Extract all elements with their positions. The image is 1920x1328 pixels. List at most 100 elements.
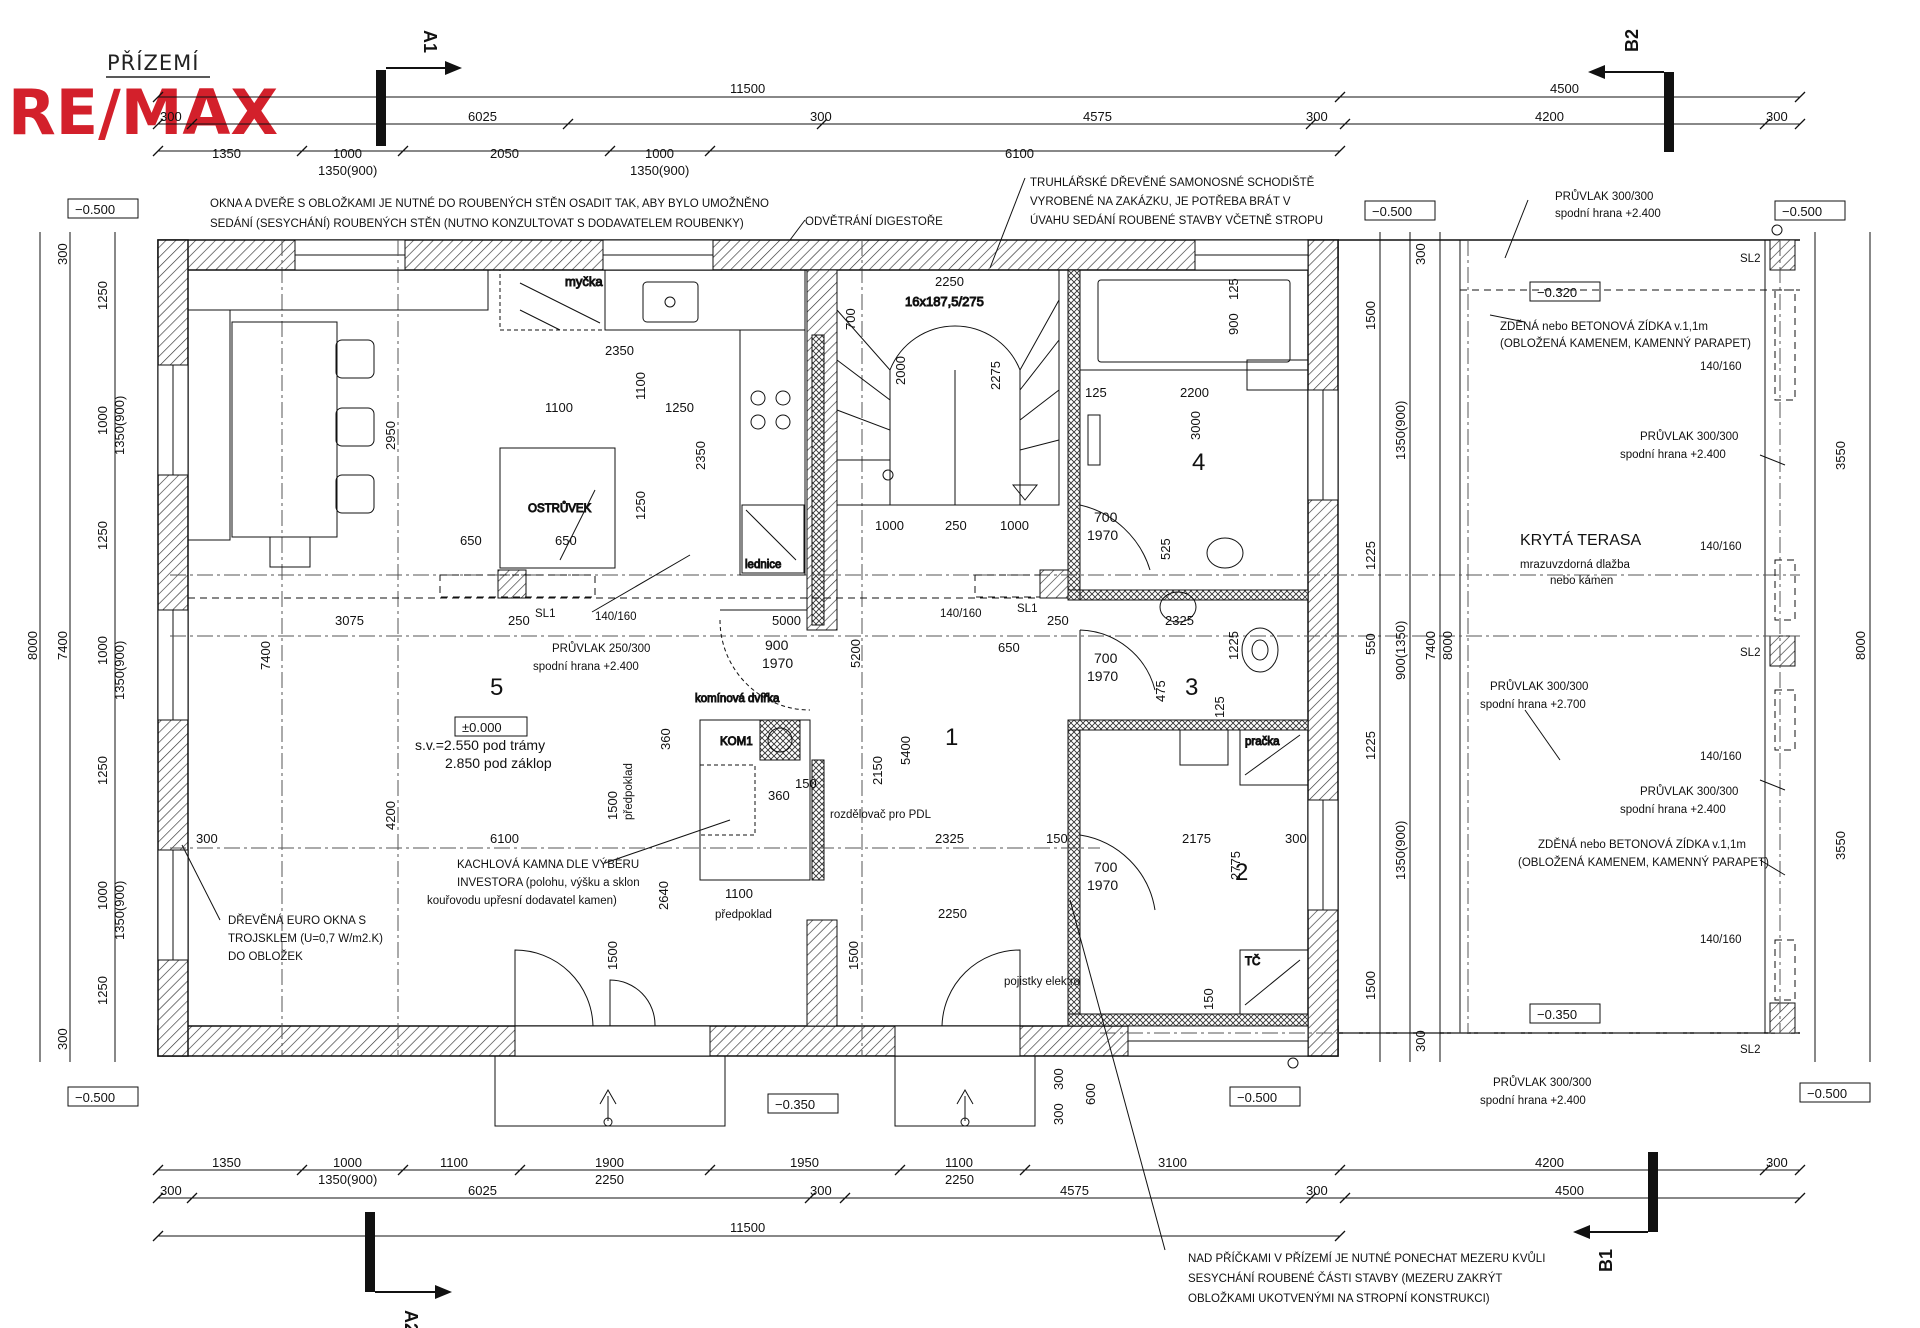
level-top-left: −0.500 <box>75 202 115 217</box>
dim-top-6025: 6025 <box>468 109 497 124</box>
dim-int-2325a: 2325 <box>935 831 964 846</box>
dim-int-650a: 650 <box>460 533 482 548</box>
left-dimension-values: 300 1250 1000 1350(900) 1250 1000 1350(9… <box>25 243 127 1050</box>
dim-int-1250a: 1250 <box>665 400 694 415</box>
dim-int-125a: 125 <box>1226 278 1241 300</box>
dim-left-300a: 300 <box>55 243 70 265</box>
section-label-a1: A1 <box>420 30 440 53</box>
dim-bot-4200: 4200 <box>1535 1155 1564 1170</box>
label-fuses: pojistky elektro <box>1004 976 1080 988</box>
dim-int-2000: 2000 <box>893 356 908 385</box>
dim-int-5200: 5200 <box>848 639 863 668</box>
note-hood-vent: ODVĚTRÁNÍ DIGESTOŘE <box>805 215 943 228</box>
dim-bot-300b: 300 <box>160 1183 182 1198</box>
dim-int-2150: 2150 <box>870 756 885 785</box>
dim-int-2250a: 2250 <box>935 274 964 289</box>
label-island: OSTRŮVEK <box>528 502 592 515</box>
dim-left-1250b: 1250 <box>95 521 110 550</box>
note-beam250-b: spodní hrana +2.400 <box>533 661 639 673</box>
door-swings <box>494 504 1156 1127</box>
dim-left-1250c: 1250 <box>95 756 110 785</box>
dim-right-1225a: 1225 <box>1363 541 1378 570</box>
section-label-b1: B1 <box>1596 1249 1616 1272</box>
dim-int-2350a: 2350 <box>605 343 634 358</box>
level-top-right: −0.500 <box>1782 204 1822 219</box>
dim-top-1350-900a: 1350(900) <box>318 163 377 178</box>
note-wall1-b: (OBLOŽENÁ KAMENEM, KAMENNÝ PARAPET) <box>1500 337 1751 350</box>
remax-logo: PŘÍZEMÍ RE/MAX <box>8 50 278 149</box>
label-140-160-f: 140/160 <box>1700 934 1742 946</box>
dim-top-4200: 4200 <box>1535 109 1564 124</box>
dim-int-2775: 2775 <box>1228 851 1243 880</box>
note-beam2-a: PRŮVLAK 300/300 <box>1640 430 1738 443</box>
label-door4-width: 700 <box>1094 859 1118 875</box>
room-5: 5 <box>490 674 503 701</box>
dim-bot-1950: 1950 <box>790 1155 819 1170</box>
note-stairs-3: ÚVAHU SEDÁNÍ ROUBENÉ STAVBY VČETNĚ STROP… <box>1030 214 1323 227</box>
dim-top-1000a: 1000 <box>333 146 362 161</box>
label-predpoklad-1: předpoklad <box>623 763 635 820</box>
dim-int-650c: 650 <box>998 640 1020 655</box>
dim-bot-6025: 6025 <box>468 1183 497 1198</box>
dim-bot-300c: 300 <box>810 1183 832 1198</box>
dim-int-300c: 300 <box>1051 1068 1066 1090</box>
dim-right-550: 550 <box>1363 633 1378 655</box>
level-bottom-left: −0.500 <box>75 1090 115 1105</box>
label-140-160-d: 140/160 <box>1700 541 1742 553</box>
note-wall2-a: ZDĚNÁ nebo BETONOVÁ ZÍDKA v.1,1m <box>1538 838 1746 851</box>
dim-right-7400: 7400 <box>1423 631 1438 660</box>
dim-int-2325b: 2325 <box>1165 613 1194 628</box>
dim-int-360a: 360 <box>658 728 673 750</box>
dim-int-1250b: 1250 <box>633 491 648 520</box>
label-door1-width: 700 <box>1094 509 1118 525</box>
label-distributor: rozdělovač pro PDL <box>830 809 932 821</box>
room-4: 4 <box>1192 449 1205 476</box>
section-mark-b1: B1 <box>1573 1152 1658 1272</box>
room-numbers: 1 2 3 4 5 <box>490 449 1248 886</box>
structural-axes <box>170 240 1800 1056</box>
label-washer: pračka <box>1245 736 1280 748</box>
label-door2-height: 1970 <box>762 655 793 671</box>
dim-bot-1350-900: 1350(900) <box>318 1172 377 1187</box>
exterior-walls <box>157 239 1339 1057</box>
dim-bot-1100b: 1100 <box>945 1155 973 1170</box>
room-2: pračka TČ <box>1179 729 1309 1015</box>
dim-int-1500a: 1500 <box>605 791 620 820</box>
dim-int-700: 700 <box>843 308 858 330</box>
label-chimney-door: komínová dvířka <box>695 693 780 705</box>
note-beam4-b: spodní hrana +2.400 <box>1620 804 1726 816</box>
dim-top-11500: 11500 <box>730 81 765 96</box>
dim-top-1000b: 1000 <box>645 146 674 161</box>
label-door3-width: 700 <box>1094 650 1118 666</box>
dim-int-5000: 5000 <box>772 613 801 628</box>
dim-bot-2250b: 2250 <box>945 1172 974 1187</box>
dim-left-1350-900b: 1350(900) <box>112 641 127 700</box>
dim-left-1000a: 1000 <box>95 406 110 435</box>
dim-top-300a: 300 <box>160 109 182 124</box>
kitchen: myčka OSTRŮVEK lednice <box>187 269 806 576</box>
section-mark-b2: B2 <box>1588 29 1674 152</box>
dim-int-3000: 3000 <box>1188 411 1203 440</box>
dim-top-4575: 4575 <box>1083 109 1112 124</box>
dim-int-600: 600 <box>1083 1083 1098 1105</box>
dim-top-2050: 2050 <box>490 146 519 161</box>
dim-left-1000c: 1000 <box>95 881 110 910</box>
dim-int-2640: 2640 <box>656 881 671 910</box>
dim-int-150a: 150 <box>1046 831 1068 846</box>
note-beam1-b: spodní hrana +2.400 <box>1555 208 1661 220</box>
dim-int-1225: 1225 <box>1226 631 1241 660</box>
dim-top-300b: 300 <box>810 109 832 124</box>
label-sl1-right: SL1 <box>1017 603 1037 615</box>
bottom-dimensions <box>152 1164 1806 1242</box>
dim-int-525: 525 <box>1158 538 1173 560</box>
label-sl1-left: SL1 <box>535 608 555 620</box>
dim-bot-1100a: 1100 <box>440 1155 468 1170</box>
dim-top-1350-900b: 1350(900) <box>630 163 689 178</box>
dim-bot-1900: 1900 <box>595 1155 624 1170</box>
note-euro-windows-3: DO OBLOŽEK <box>228 950 303 963</box>
note-beam5-a: PRŮVLAK 300/300 <box>1493 1076 1591 1089</box>
top-dimension-values: 11500 4500 300 6025 300 4575 300 4200 30… <box>160 81 1788 178</box>
label-kom1: KOM1 <box>720 736 753 748</box>
label-door2-width: 900 <box>765 637 789 653</box>
